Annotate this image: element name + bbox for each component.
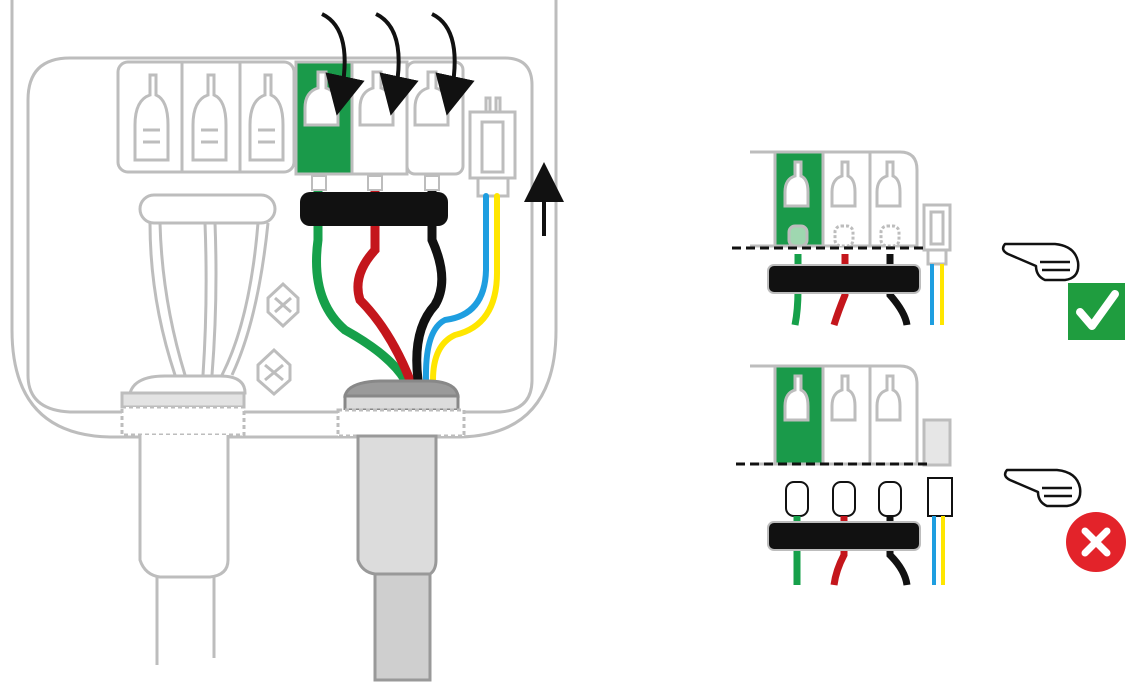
cable-right <box>336 379 466 682</box>
wire-black <box>412 180 447 385</box>
colored-wires <box>312 180 501 385</box>
correct-example <box>732 150 1125 340</box>
incorrect-terminal-block <box>750 364 952 467</box>
wire-green <box>312 180 410 385</box>
incorrect-example <box>736 364 1126 586</box>
unused-wires <box>138 193 277 376</box>
terminal-block-active <box>294 60 465 176</box>
incorrect-wire-clamp <box>767 521 921 551</box>
arrow-down-3 <box>431 12 475 116</box>
wire-yellow <box>430 193 501 383</box>
wire-tips <box>311 175 440 191</box>
correct-terminal-block <box>750 150 952 266</box>
correct-wire-clamp <box>767 264 921 294</box>
pointing-hand-icon-2 <box>1003 468 1082 508</box>
arrow-down-1 <box>321 12 365 116</box>
insert-arrows <box>321 12 564 236</box>
check-icon <box>1068 283 1125 340</box>
screw-icons <box>256 281 300 396</box>
cable-left <box>120 374 247 665</box>
wire-red <box>353 180 415 385</box>
incorrect-ferrules <box>785 477 953 517</box>
pointing-hand-icon <box>1001 242 1080 282</box>
wire-blue <box>422 193 489 383</box>
main-enclosure <box>10 0 558 439</box>
auxiliary-connector <box>468 96 517 198</box>
cross-icon <box>1066 512 1126 572</box>
plug-icons-unused <box>133 73 285 162</box>
arrow-down-2 <box>375 12 419 116</box>
wire-clamp <box>300 192 448 226</box>
